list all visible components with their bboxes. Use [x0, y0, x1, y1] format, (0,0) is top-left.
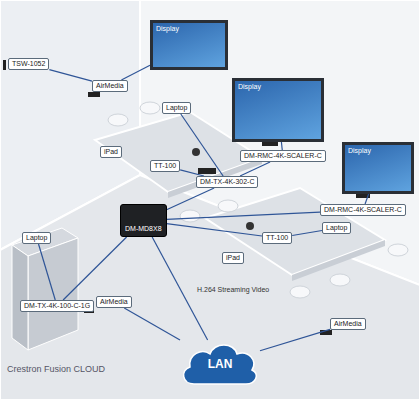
- node-label: DM-TX-4K-302-C: [200, 178, 254, 186]
- node-label: DM-MD8X8: [125, 225, 162, 233]
- display: Display: [232, 78, 324, 142]
- cable: [121, 65, 150, 80]
- display: Display: [150, 20, 228, 70]
- note-label: H.264 Streaming Video: [196, 286, 270, 294]
- node-label: AirMedia: [96, 82, 124, 90]
- node-label: Display: [238, 83, 318, 91]
- tablet: iPad: [100, 146, 122, 158]
- table-connector: TT-100: [150, 160, 180, 172]
- matrix-switcher: DM-MD8X8: [120, 204, 167, 237]
- network-cloud: LAN: [180, 340, 260, 386]
- node-label: Laptop: [166, 104, 187, 112]
- node-label: TT-100: [154, 162, 176, 170]
- node-label: AirMedia: [334, 320, 362, 328]
- cable: [365, 194, 369, 204]
- cable: [281, 142, 283, 150]
- node-label: DM-RMC-4K-SCALER-C: [244, 152, 322, 160]
- note-label: Crestron Fusion CLOUD: [6, 364, 106, 374]
- cable: [49, 70, 92, 82]
- node-label: iPad: [226, 254, 240, 262]
- cable: [39, 244, 56, 300]
- wireless-presenter: AirMedia: [96, 296, 132, 308]
- cable: [167, 212, 320, 219]
- cable: [240, 162, 270, 176]
- table-connector: TT-100: [262, 232, 292, 244]
- cable: [292, 230, 322, 235]
- node-label: AirMedia: [100, 298, 128, 306]
- receiver: DM-RMC-4K-SCALER-C: [240, 150, 326, 162]
- laptop: Laptop: [322, 222, 351, 234]
- node-label: DM-TX-4K-100-C-1G: [24, 302, 90, 310]
- node-label: DM-RMC-4K-SCALER-C: [324, 206, 402, 214]
- cable: [181, 114, 223, 176]
- cable: [167, 224, 262, 236]
- transmitter: DM-TX-4K-100-C-1G: [20, 300, 94, 312]
- node-label: TSW-1052: [12, 60, 45, 68]
- transmitter: DM-TX-4K-302-C: [196, 176, 258, 188]
- cable: [124, 308, 180, 340]
- tablet: iPad: [222, 252, 244, 264]
- node-label: Display: [348, 147, 408, 155]
- touch-panel: TSW-1052: [8, 58, 49, 70]
- node-label: Laptop: [326, 224, 347, 232]
- node-label: LAN: [180, 340, 260, 371]
- node-label: iPad: [104, 148, 118, 156]
- cable: [63, 237, 127, 300]
- wireless-presenter: AirMedia: [92, 80, 128, 92]
- cable: [260, 329, 330, 350]
- laptop: Laptop: [22, 232, 51, 244]
- laptop: Laptop: [162, 102, 191, 114]
- cable: [167, 188, 215, 210]
- receiver: DM-RMC-4K-SCALER-C: [320, 204, 406, 216]
- display: Display: [342, 142, 414, 194]
- node-label: TT-100: [266, 234, 288, 242]
- node-label: Display: [156, 25, 222, 33]
- wireless-presenter: AirMedia: [330, 318, 366, 330]
- node-label: Laptop: [26, 234, 47, 242]
